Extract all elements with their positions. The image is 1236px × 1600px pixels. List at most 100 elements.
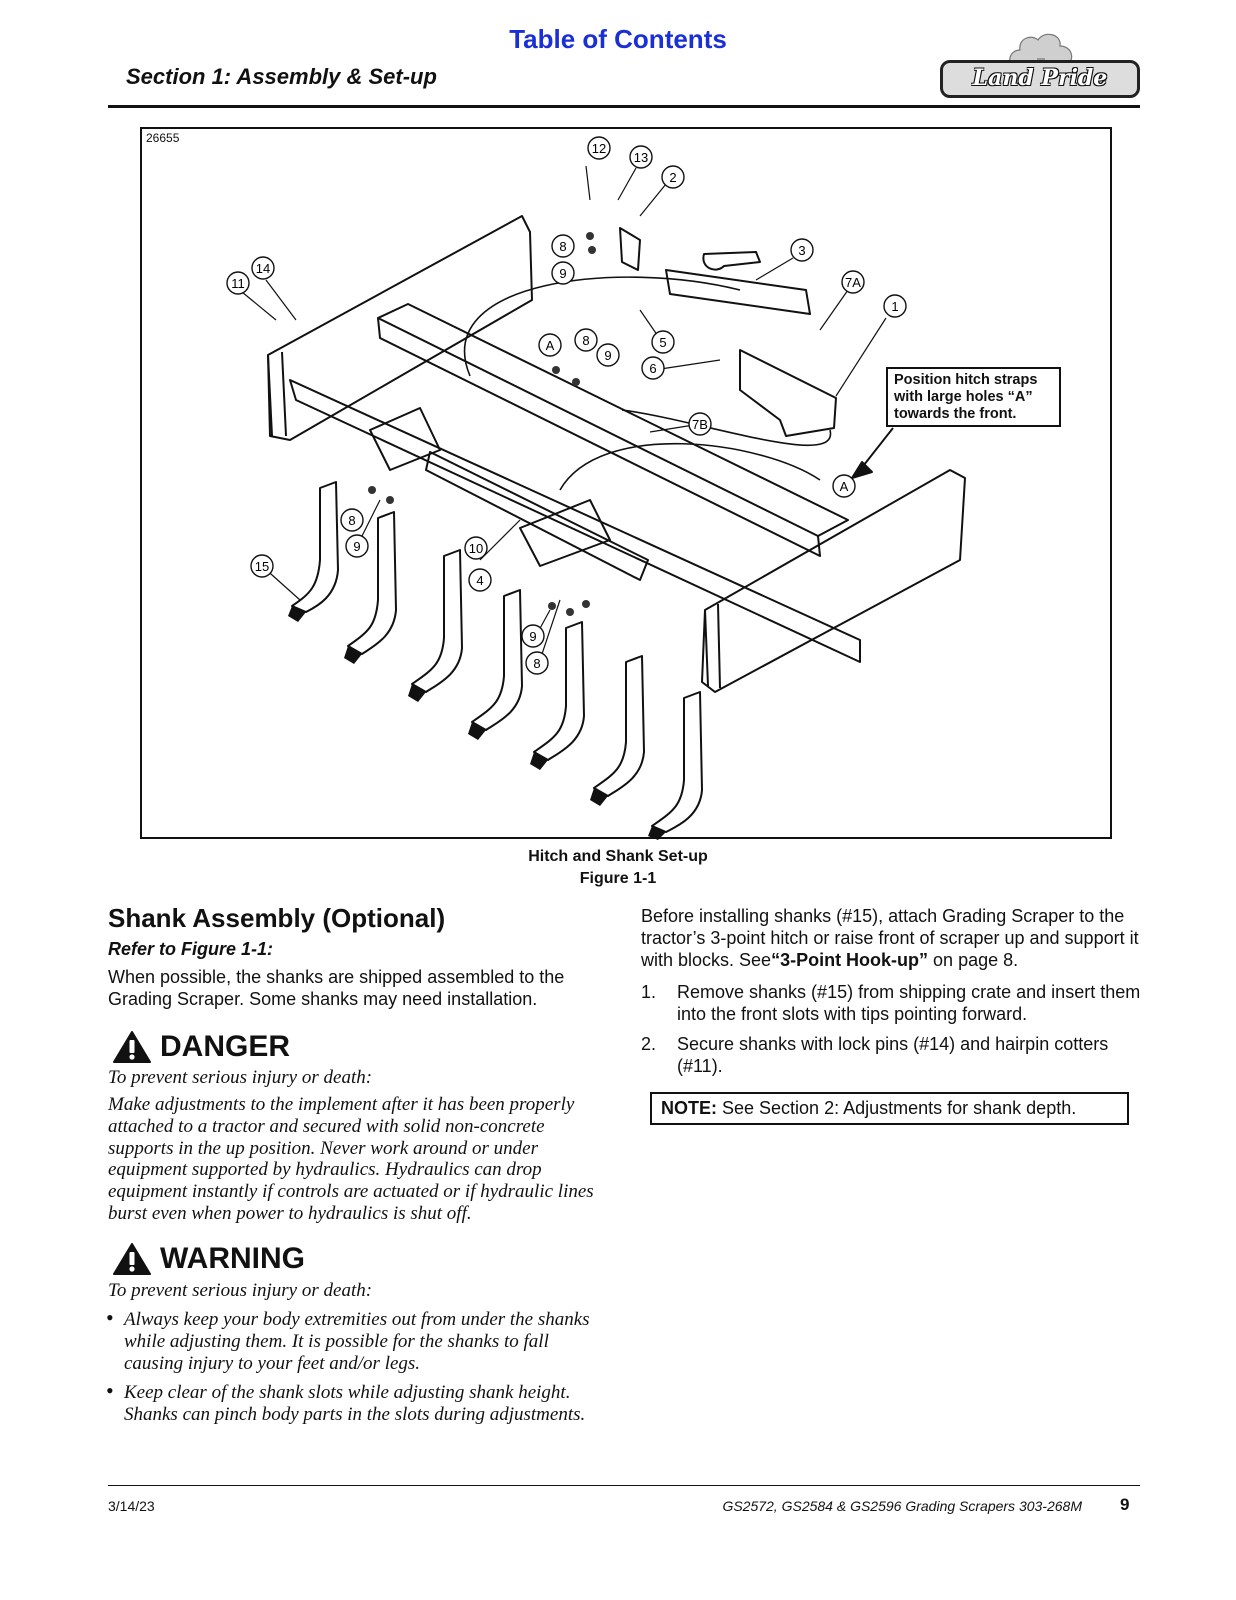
warning-triangle-icon [113, 1243, 151, 1275]
intro-paragraph: When possible, the shanks are shipped as… [108, 967, 565, 1009]
hose-loop [559, 442, 821, 491]
svg-text:8: 8 [559, 239, 566, 254]
svg-text:12: 12 [592, 141, 606, 156]
part-label: 6 [641, 356, 665, 380]
svg-text:4: 4 [476, 573, 483, 588]
figure-frame [140, 127, 1112, 839]
svg-text:15: 15 [255, 559, 269, 574]
hookup-reference-link[interactable]: “3-Point Hook-up” [771, 950, 929, 970]
part-label: 9 [521, 624, 545, 648]
svg-text:11: 11 [231, 276, 245, 291]
warning-bullet: Always keep your body extremities out fr… [106, 1307, 608, 1374]
svg-text:14: 14 [256, 261, 270, 276]
figure-reference: Refer to Figure 1-1: [108, 939, 274, 959]
shank [291, 481, 339, 613]
left-end-plate [267, 215, 533, 441]
center-bracket [519, 499, 611, 567]
step-item: 2. Secure shanks with lock pins (#14) an… [641, 1034, 1109, 1076]
logo-wordmark: Land Pride [940, 60, 1140, 98]
note-box: NOTE: See Section 2: Adjustments for sha… [650, 1092, 1129, 1125]
hitch-strap [739, 349, 837, 437]
footer-date: 3/14/23 [108, 1498, 155, 1514]
table-of-contents-link[interactable]: Table of Contents [509, 24, 727, 54]
svg-text:A: A [840, 479, 849, 494]
page-number: 9 [1120, 1495, 1130, 1514]
svg-text:9: 9 [559, 266, 566, 281]
part-label: 2 [661, 165, 685, 189]
shank [593, 655, 645, 797]
part-label: 9 [345, 534, 369, 558]
header-rule [108, 105, 1140, 108]
part-label: A [538, 333, 562, 357]
svg-text:6: 6 [649, 361, 656, 376]
right-intro-paragraph: Before installing shanks (#15), attach G… [641, 906, 1139, 970]
hitch-mast [619, 227, 641, 271]
part-label: 4 [468, 568, 492, 592]
tool-bar [425, 451, 649, 581]
footer-doc-title: GS2572, GS2584 & GS2596 Grading Scrapers… [722, 1498, 1082, 1514]
part-label: 11 [226, 271, 250, 295]
part-label: 1 [883, 294, 907, 318]
footer-rule [108, 1485, 1140, 1486]
main-frame-tube [377, 303, 849, 537]
danger-lead: To prevent serious injury or death: [108, 1067, 373, 1088]
warning-bullet: Keep clear of the shank slots while adju… [106, 1380, 608, 1426]
shank [651, 691, 703, 833]
svg-text:1: 1 [891, 299, 898, 314]
part-label: 14 [251, 256, 275, 280]
part-label: A [832, 474, 856, 498]
svg-text:9: 9 [353, 539, 360, 554]
svg-text:8: 8 [348, 513, 355, 528]
warning-triangle-icon [113, 1031, 151, 1063]
part-label: 3 [790, 238, 814, 262]
warning-lead: To prevent serious injury or death: [108, 1280, 373, 1301]
danger-body: Make adjustments to the implement after … [108, 1094, 594, 1224]
part-label: 8 [551, 234, 575, 258]
part-label-bubbles: 12 13 2 8 9 3 7A 11 14 1 A 8 9 5 6 7B A … [226, 136, 907, 675]
svg-text:A: A [546, 338, 555, 353]
section-title: Section 1: Assembly & Set-up [126, 64, 437, 89]
note-label: NOTE: [661, 1098, 717, 1118]
install-steps: 1. Remove shanks (#15) from shipping cra… [641, 981, 1141, 1085]
svg-text:8: 8 [582, 333, 589, 348]
warning-heading: WARNING [112, 1242, 305, 1276]
svg-text:5: 5 [659, 335, 666, 350]
svg-text:9: 9 [604, 348, 611, 363]
svg-text:3: 3 [798, 243, 805, 258]
shank [471, 589, 523, 731]
part-label: 8 [340, 508, 364, 532]
note-text: See Section 2: Adjustments for shank dep… [717, 1098, 1077, 1118]
front-beam [289, 379, 861, 663]
shank [347, 511, 397, 655]
svg-text:7B: 7B [692, 417, 708, 432]
top-link-tube [665, 269, 811, 315]
part-label: 9 [596, 343, 620, 367]
part-label: 7B [688, 412, 712, 436]
svg-text:9: 9 [529, 629, 536, 644]
part-label: 15 [250, 554, 274, 578]
pin-sleeve [702, 251, 761, 271]
danger-title: DANGER [160, 1030, 291, 1063]
shank [411, 549, 463, 693]
figure-caption-title: Hitch and Shank Set-up [528, 848, 708, 865]
svg-text:2: 2 [669, 170, 676, 185]
right-end-plate [701, 469, 966, 693]
warning-title: WARNING [160, 1242, 305, 1275]
svg-text:10: 10 [469, 541, 483, 556]
part-label: 8 [525, 651, 549, 675]
svg-text:13: 13 [634, 150, 648, 165]
part-label: 7A [841, 270, 865, 294]
shank [533, 621, 585, 761]
part-label: 13 [629, 145, 653, 169]
part-label: 9 [551, 261, 575, 285]
left-bracket [369, 407, 441, 471]
hitch-strap-callout: Position hitch straps with large holes “… [886, 367, 1061, 427]
svg-text:8: 8 [533, 656, 540, 671]
step-item: 1. Remove shanks (#15) from shipping cra… [641, 982, 1141, 1024]
part-label: 12 [587, 136, 611, 160]
part-label: 5 [651, 330, 675, 354]
part-label: 8 [574, 328, 598, 352]
land-pride-logo: Land Pride [940, 26, 1140, 102]
figure-caption-label: Figure 1-1 [579, 870, 657, 887]
hitch-shank-diagram: 12 13 2 8 9 3 7A 11 14 1 A 8 9 5 6 7B A … [226, 136, 966, 840]
